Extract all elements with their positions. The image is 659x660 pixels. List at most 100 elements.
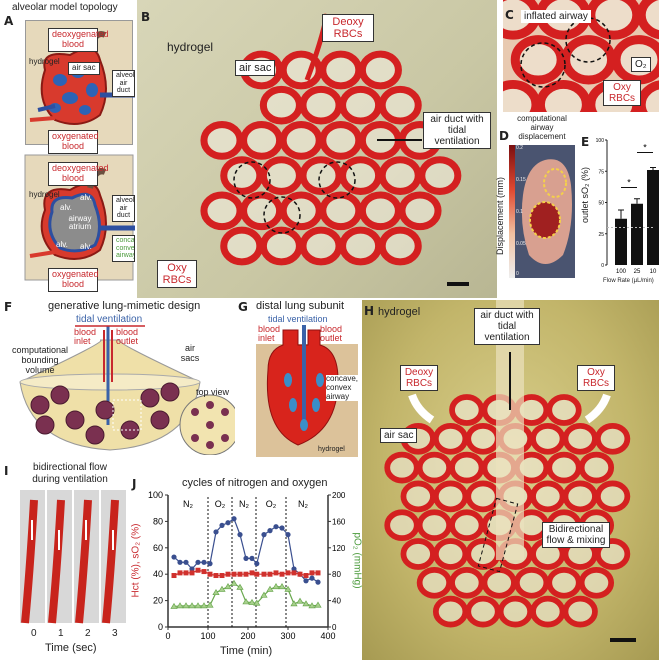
lattice-cell <box>503 79 541 112</box>
lattice-cell <box>432 422 469 455</box>
data-point <box>213 529 219 535</box>
panel-g: G distal lung subunit tidal ventilation … <box>238 300 360 460</box>
data-point <box>272 583 280 590</box>
hydrogel-label: hydrogel <box>378 306 421 318</box>
lattice-cell <box>546 394 582 426</box>
hydrogel-label: hydrogel <box>29 190 60 199</box>
panel-a: A alveolar model topology deoxygenated b… <box>0 0 135 300</box>
oxy-label: oxygenated blood <box>48 268 99 292</box>
oxy-outlet <box>584 393 611 424</box>
y-tick-label-left: 80 <box>153 516 163 526</box>
dashed-circle <box>233 161 271 199</box>
y-tick-label: 50 <box>598 201 604 207</box>
y-tick-label-right: 0 <box>332 623 337 632</box>
lattice-cell <box>279 121 323 160</box>
frame-label: 3 <box>112 628 118 639</box>
air-sac-cluster <box>50 385 70 405</box>
top-view-label: top view <box>196 387 230 397</box>
inlet-label: blood inlet <box>74 327 97 346</box>
outlet-label: blood outlet <box>320 324 343 343</box>
lattice-cell <box>220 226 264 266</box>
lattice-cell <box>578 566 615 599</box>
deoxy-label: Deoxy RBCs <box>400 365 438 391</box>
lattice-cell <box>497 595 534 628</box>
lattice-cell <box>513 566 550 599</box>
lattice-cell <box>418 156 462 195</box>
lattice-cell <box>546 451 582 484</box>
panel-i: I bidirectional flow during ventilation … <box>0 460 130 660</box>
air-sac-cluster <box>160 382 180 402</box>
colorbar-ticks: 0.2 0.15 0.1 0.05 0 <box>516 145 530 278</box>
data-point <box>291 570 297 576</box>
lattice-cell <box>530 480 566 513</box>
data-point <box>171 554 177 560</box>
scale-bar <box>610 638 636 642</box>
bar <box>631 203 643 265</box>
panel-letter: A <box>4 14 14 28</box>
y-tick-label-right: 80 <box>332 570 341 579</box>
data-point <box>177 559 183 565</box>
x-axis-label: Time (min) <box>220 645 273 657</box>
data-point <box>266 585 274 592</box>
red-lattice-photo <box>200 13 462 266</box>
data-point <box>237 532 243 538</box>
y-axis-label: outlet sO₂ (%) <box>580 166 591 224</box>
lattice-cell <box>481 566 517 599</box>
outlet-label: blood outlet <box>116 327 139 346</box>
air-sac-cluster <box>140 388 160 408</box>
x-axis-label: Flow Rate (µL/min) <box>603 278 654 284</box>
lattice-cell <box>319 50 363 90</box>
data-point <box>243 571 249 577</box>
bounding-volume-label: computational bounding volume <box>11 345 69 375</box>
dashed-circle <box>263 196 301 234</box>
significance-star: * <box>627 178 631 188</box>
data-point <box>171 573 177 579</box>
air-sac-cluster <box>85 425 105 445</box>
lattice-cell <box>319 121 363 160</box>
data-point <box>273 570 279 576</box>
data-point <box>249 570 255 576</box>
panel-letter: H <box>364 304 375 318</box>
data-point <box>189 566 195 572</box>
oxy-label: Oxy RBCs <box>157 260 197 289</box>
red-flow-stream <box>102 499 119 624</box>
colorbar <box>509 145 515 278</box>
data-point <box>285 570 291 576</box>
tick: 0 <box>516 271 519 277</box>
distal-subunit-illustration <box>266 325 339 446</box>
bar <box>647 170 659 265</box>
panel-letter: D <box>499 129 509 143</box>
lattice-cell <box>449 509 485 542</box>
x-tick-label: 300 <box>280 631 295 641</box>
data-point <box>218 585 226 592</box>
y-tick-label-left: 20 <box>153 596 163 606</box>
o2-label: O₂ <box>631 57 651 72</box>
lattice-cell <box>594 422 631 455</box>
data-point <box>188 602 196 609</box>
inlet-label: blood inlet <box>258 324 281 343</box>
data-point <box>308 602 316 609</box>
panel-title: alveolar model topology <box>12 2 118 13</box>
lattice-cell <box>416 566 453 599</box>
lattice-cell <box>384 451 420 484</box>
panel-h: H hydrogel air duct with tidal ventilati… <box>362 300 659 660</box>
data-point <box>231 571 237 577</box>
air-sacs-label: air sacs <box>180 343 200 363</box>
lattice-cell <box>530 422 566 455</box>
data-point <box>284 585 292 592</box>
panel-letter: F <box>4 300 13 314</box>
data-point <box>176 602 184 609</box>
generative-design-illustration <box>19 325 235 455</box>
data-point <box>224 583 232 590</box>
deoxy-inlet <box>408 393 435 424</box>
data-point <box>260 591 268 598</box>
flow-frames <box>20 490 126 624</box>
lattice-cell <box>465 480 501 513</box>
air-sac-cluster <box>95 400 115 420</box>
oxy-label: Oxy RBCs <box>577 365 615 391</box>
lattice-cell <box>636 80 659 112</box>
data-point <box>189 570 195 576</box>
frame-label: 1 <box>58 628 64 639</box>
